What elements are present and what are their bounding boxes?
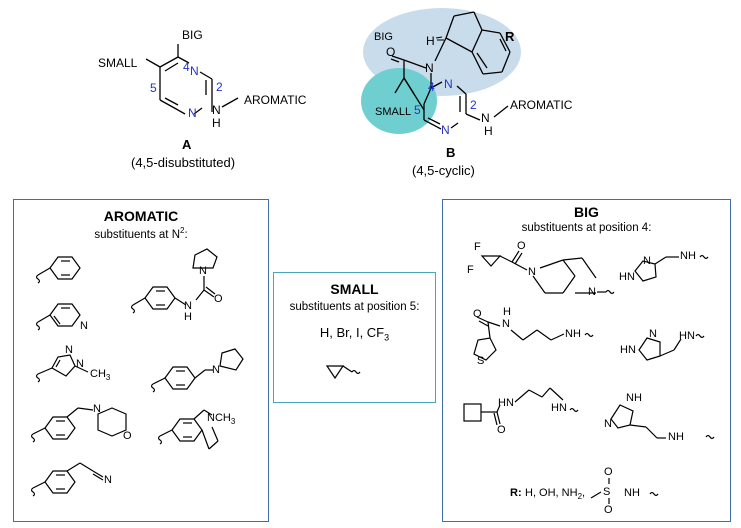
b-n-ring-bottom: N bbox=[441, 123, 450, 137]
thiophene-o: O bbox=[473, 308, 482, 320]
aromatic-panel-subtitle: substituents at N2: bbox=[94, 226, 188, 241]
pyrazole-n2: N bbox=[76, 358, 84, 370]
cyanomethylphenyl-structure bbox=[30, 462, 104, 497]
sulfonyl-nh: NH bbox=[624, 487, 640, 499]
imid2-nh: NH bbox=[626, 392, 642, 404]
nitrile-n: N bbox=[104, 474, 112, 486]
thiq-n: NCH3 bbox=[207, 412, 236, 427]
sulfonyl-o1: O bbox=[604, 466, 613, 478]
b-aromatic-label: AROMATIC bbox=[510, 98, 573, 112]
a-name: A bbox=[182, 137, 192, 152]
imid-hn: HN bbox=[620, 344, 636, 356]
b-r-label: R bbox=[505, 29, 515, 44]
b-pos2: 2 bbox=[470, 98, 477, 112]
sulfonyl-o2: O bbox=[604, 504, 613, 516]
morpholine-o: O bbox=[123, 430, 132, 442]
pyrazole-n1: N bbox=[65, 344, 73, 356]
pyridine-n: N bbox=[80, 320, 88, 332]
cb-o: O bbox=[497, 424, 506, 436]
b-pos4: 4 bbox=[428, 80, 435, 94]
small-panel: SMALL substituents at position 5: H, Br,… bbox=[273, 272, 436, 403]
r-values: H, OH, NH2, bbox=[525, 487, 586, 502]
pyrazolylmethylamino-structure bbox=[634, 254, 709, 282]
b-small-label: SMALL bbox=[375, 106, 412, 118]
cyclobutanecarboxamidopropylamino-structure bbox=[463, 387, 579, 426]
big-panel-subtitle: substituents at position 4: bbox=[521, 222, 652, 234]
morpholinomethylphenyl-structure bbox=[30, 407, 127, 443]
b-nh-n: N bbox=[481, 111, 490, 125]
big-n-bicyclic: N bbox=[528, 266, 536, 278]
b-nh-h: H bbox=[484, 124, 493, 138]
pyrrolidinecarboxamidophenyl-structure bbox=[130, 248, 218, 314]
r-values-label: R: bbox=[510, 487, 522, 499]
urea-nh-n: N bbox=[184, 300, 192, 312]
thiophenecarboxamidopropylamino-structure bbox=[473, 316, 594, 361]
big-f2: F bbox=[467, 264, 474, 276]
methanesulfonamide-structure bbox=[590, 478, 659, 504]
big-panel-title: BIG bbox=[574, 204, 599, 220]
big-f1: F bbox=[474, 241, 481, 253]
b-name: B bbox=[446, 145, 456, 160]
cb-hn: HN bbox=[498, 397, 514, 409]
a-aromatic-label: AROMATIC bbox=[244, 93, 307, 107]
big-panel: BIG substituents at position 4: bbox=[442, 199, 731, 522]
imid-n: N bbox=[649, 328, 657, 340]
big-n-bicyclic2: N bbox=[588, 286, 596, 298]
phenyl-structure bbox=[35, 256, 81, 284]
methylpyrazole-structure bbox=[35, 354, 89, 383]
sulfonyl-s: S bbox=[603, 486, 611, 498]
imidazolylethylamino-structure bbox=[638, 333, 705, 361]
imid-link-hn: HN bbox=[679, 330, 695, 342]
urea-nh-h: H bbox=[184, 311, 192, 323]
imidazolylethylamino-2-structure bbox=[610, 404, 715, 440]
b-big-label: BIG bbox=[374, 31, 393, 43]
b-caption: (4,5-cyclic) bbox=[412, 163, 475, 178]
imid2-link-nh: NH bbox=[668, 431, 684, 443]
tetrahydroisoquinoline-structure bbox=[157, 409, 219, 450]
a-pos4: 4 bbox=[183, 60, 190, 74]
pyrazole-me: CH3 bbox=[90, 368, 111, 383]
a-pos2: 2 bbox=[216, 80, 223, 94]
pyridyl-structure bbox=[35, 303, 81, 331]
small-highlight bbox=[361, 68, 437, 134]
thiophene-link-nh: NH bbox=[565, 328, 581, 340]
pyrazole-hn: HN bbox=[619, 271, 635, 283]
cb-link-hn: HN bbox=[551, 402, 567, 414]
a-n-bottom: N bbox=[188, 106, 197, 120]
b-o: O bbox=[386, 45, 396, 59]
a-nh-n: N bbox=[212, 103, 221, 117]
b-n-ring-top: N bbox=[444, 77, 453, 91]
b-n-amide: N bbox=[425, 61, 434, 75]
small-panel-title: SMALL bbox=[330, 281, 379, 297]
a-small-label: SMALL bbox=[98, 56, 138, 70]
difluorocyclopropyl-azabicyclo-structure bbox=[480, 250, 615, 295]
thiophene-s: S bbox=[477, 355, 485, 367]
b-pos5: 5 bbox=[414, 103, 421, 117]
small-panel-list: H, Br, I, CF3 bbox=[319, 325, 390, 343]
pyrazole-n: N bbox=[643, 255, 651, 267]
a-n-top: N bbox=[190, 64, 199, 78]
thiophene-nh-h: H bbox=[503, 306, 511, 318]
imid2-n: N bbox=[604, 418, 612, 430]
a-pos5: 5 bbox=[150, 81, 157, 95]
aromatic-panel-title: AROMATIC bbox=[103, 208, 179, 224]
small-panel-subtitle: substituents at position 5: bbox=[289, 301, 420, 313]
urea-o: O bbox=[214, 293, 223, 305]
a-caption: (4,5-disubstituted) bbox=[131, 155, 236, 170]
pyrrolidinylmethylphenyl-structure bbox=[150, 348, 244, 393]
pyrrolidine-n: N bbox=[212, 364, 220, 376]
b-h-stereo: H bbox=[426, 34, 435, 48]
thiophene-nh-n: N bbox=[502, 318, 510, 330]
morpholine-n: N bbox=[93, 403, 101, 415]
big-o1: O bbox=[517, 240, 526, 252]
pyrazole-link-nh: NH bbox=[680, 250, 696, 262]
urea-n: N bbox=[199, 265, 207, 277]
a-big-label: BIG bbox=[182, 28, 203, 42]
a-nh-h: H bbox=[212, 116, 221, 130]
